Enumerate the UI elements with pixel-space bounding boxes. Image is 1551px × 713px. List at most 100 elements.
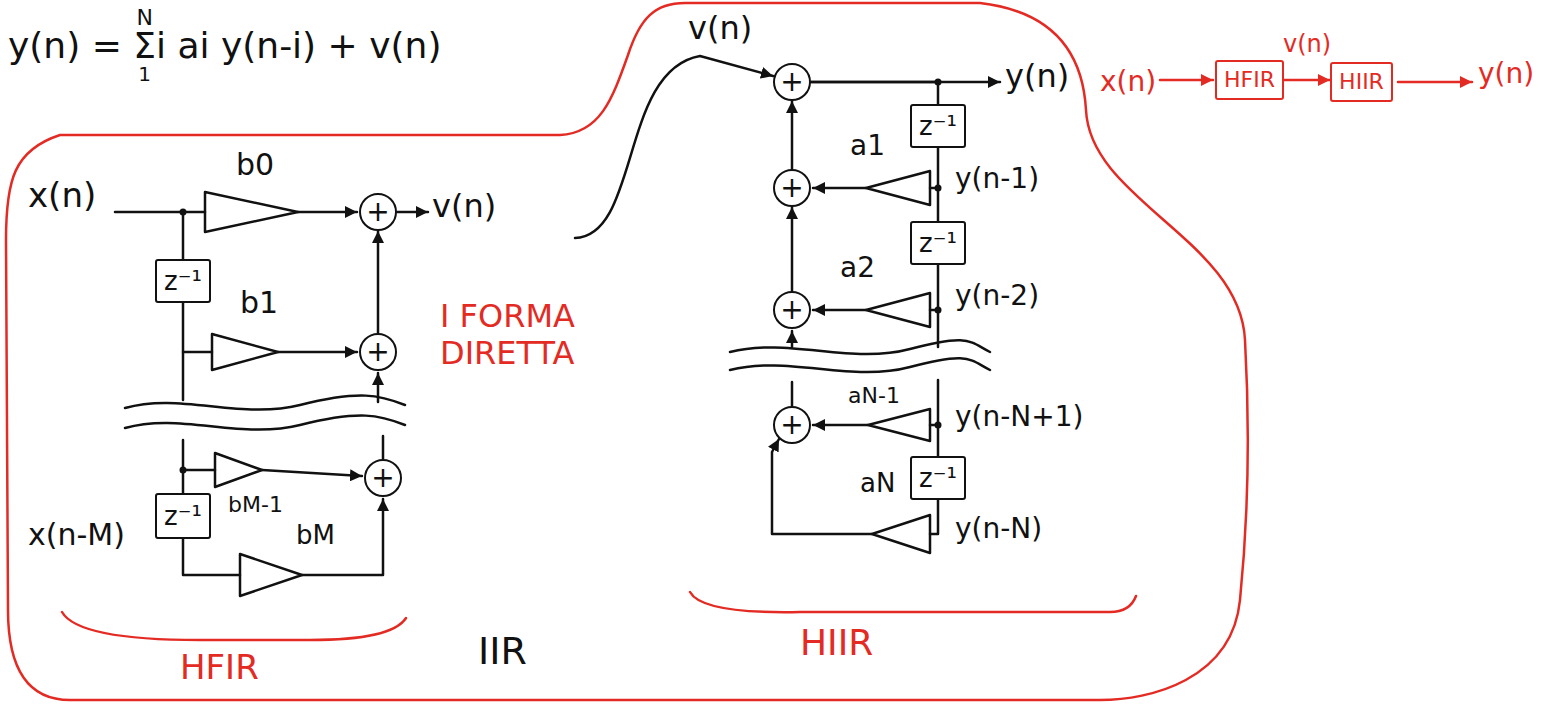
- adder-circle: +: [364, 459, 402, 497]
- node-text: +: [780, 411, 803, 439]
- gain-triangle: [212, 334, 278, 370]
- node-text: +: [780, 68, 803, 96]
- node-text: +: [780, 296, 803, 324]
- signal-connector: [377, 231, 380, 333]
- signal-name: x(n): [1100, 68, 1156, 96]
- junction-dot: [180, 209, 187, 216]
- signal-connector: [791, 101, 794, 169]
- node-text: z⁻¹: [919, 465, 957, 491]
- signal-name: y(n): [1478, 60, 1534, 88]
- junction-dot: [935, 307, 942, 314]
- coefficient-label: b0: [236, 150, 274, 180]
- adder-circle: +: [773, 169, 811, 207]
- form-note: I FORMA DIRETTA: [440, 298, 630, 372]
- wire: [813, 187, 866, 190]
- node-text: +: [366, 198, 389, 226]
- signal-name: y(n-N+1): [955, 403, 1084, 431]
- input-arrow: [1160, 79, 1213, 82]
- delay-box: z⁻¹: [155, 493, 211, 539]
- delay-box: z⁻¹: [155, 259, 211, 303]
- gain-triangle: [866, 293, 930, 327]
- wire: [813, 424, 868, 427]
- wire: [278, 351, 357, 354]
- gain-triangle: [868, 409, 930, 441]
- system-name: IIR: [478, 632, 527, 670]
- gain-triangle: [866, 171, 930, 205]
- wire: [183, 539, 240, 575]
- break-wave: [730, 340, 990, 354]
- signal-name: v(n): [688, 12, 752, 44]
- node-text: HFIR: [1224, 69, 1275, 91]
- coefficient-label: a1: [850, 132, 885, 160]
- signal-name: y(n-2): [955, 282, 1039, 310]
- break-wave: [730, 358, 990, 372]
- node-text: +: [366, 338, 389, 366]
- signal-name: v(n): [1281, 32, 1333, 56]
- signal-connector: [811, 82, 938, 104]
- wire: [183, 351, 212, 354]
- gain-triangle: [872, 515, 930, 553]
- node-text: +: [780, 174, 803, 202]
- fir-brace: [62, 612, 406, 640]
- block-name: HIIR: [800, 625, 873, 661]
- wire: [182, 212, 185, 259]
- wire: [791, 382, 794, 406]
- junction-dot: [935, 422, 942, 429]
- delay-box: z⁻¹: [910, 456, 966, 500]
- signal-name: x(n): [28, 178, 96, 212]
- equation-text: y(n) = Σi ai y(n-i) + v(n): [8, 28, 441, 64]
- coefficient-label: b1: [240, 288, 278, 318]
- adder-circle: +: [773, 63, 811, 101]
- sum-limit: 1: [138, 64, 151, 84]
- coefficient-label: aN: [860, 470, 895, 496]
- coefficient-label: bM: [296, 522, 335, 548]
- wire: [382, 436, 385, 459]
- signal-connector: [1284, 79, 1330, 82]
- node-text: z⁻¹: [919, 230, 957, 256]
- sum-limit: N: [136, 7, 152, 29]
- coefficient-label: a2: [840, 254, 875, 282]
- signal-name: v(n): [432, 190, 496, 222]
- signal-name: y(n-1): [955, 165, 1039, 193]
- block-name: HFIR: [180, 650, 259, 684]
- coefficient-label: bM-1: [228, 494, 283, 516]
- filter-block: HIIR: [1330, 62, 1393, 102]
- wire: [937, 265, 940, 347]
- node-text: z⁻¹: [919, 113, 957, 139]
- wire: [813, 309, 866, 312]
- delay-box: z⁻¹: [910, 221, 966, 265]
- gain-triangle: [215, 453, 262, 487]
- wire: [183, 469, 215, 472]
- iir-brace: [690, 592, 1136, 612]
- output-arrow: [1398, 81, 1472, 84]
- signal-name: y(n-N): [955, 515, 1042, 543]
- delay-box: z⁻¹: [910, 104, 966, 148]
- break-wave: [125, 416, 405, 430]
- signal-connector: [791, 207, 794, 291]
- node-text: z⁻¹: [164, 268, 202, 294]
- wire: [575, 56, 773, 238]
- wire: [937, 380, 940, 456]
- adder-circle: +: [773, 291, 811, 329]
- wire: [791, 331, 794, 347]
- adder-circle: +: [773, 406, 811, 444]
- signal-name: x(n-M): [28, 520, 125, 550]
- adder-circle: +: [359, 193, 397, 231]
- adder-circle: +: [359, 333, 397, 371]
- break-wave: [125, 396, 405, 410]
- signal-name: y(n): [1005, 60, 1069, 92]
- gain-triangle: [205, 192, 298, 232]
- system-outline: [6, 3, 1248, 700]
- node-text: HIIR: [1339, 71, 1384, 93]
- filter-block: HFIR: [1215, 60, 1284, 100]
- wire: [772, 439, 872, 534]
- wire: [115, 211, 205, 214]
- node-text: +: [371, 464, 394, 492]
- gain-triangle: [240, 554, 302, 596]
- signal-connector: [937, 148, 940, 221]
- wire: [298, 211, 357, 214]
- node-text: z⁻¹: [164, 503, 202, 529]
